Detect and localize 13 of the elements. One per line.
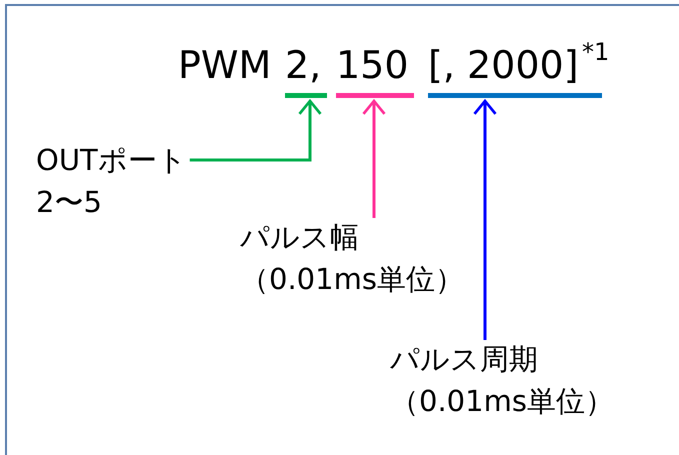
arrow xyxy=(190,100,322,162)
footnote-mark: *1 xyxy=(582,38,610,66)
callout-note: （0.01ms単位） xyxy=(240,262,464,296)
callout-note: （0.01ms単位） xyxy=(390,384,614,418)
underlined-parameter: 2, xyxy=(285,45,327,98)
underlined-parameter: 150 xyxy=(336,45,414,98)
callout-label: パルス周期 xyxy=(390,342,539,376)
arrow xyxy=(362,100,386,218)
command-name: PWM xyxy=(178,45,272,85)
callout-label: パルス幅 xyxy=(240,220,360,254)
arrow xyxy=(473,100,497,340)
callout-note: 2〜5 xyxy=(36,185,103,219)
callout-label: OUTポート xyxy=(36,143,187,177)
